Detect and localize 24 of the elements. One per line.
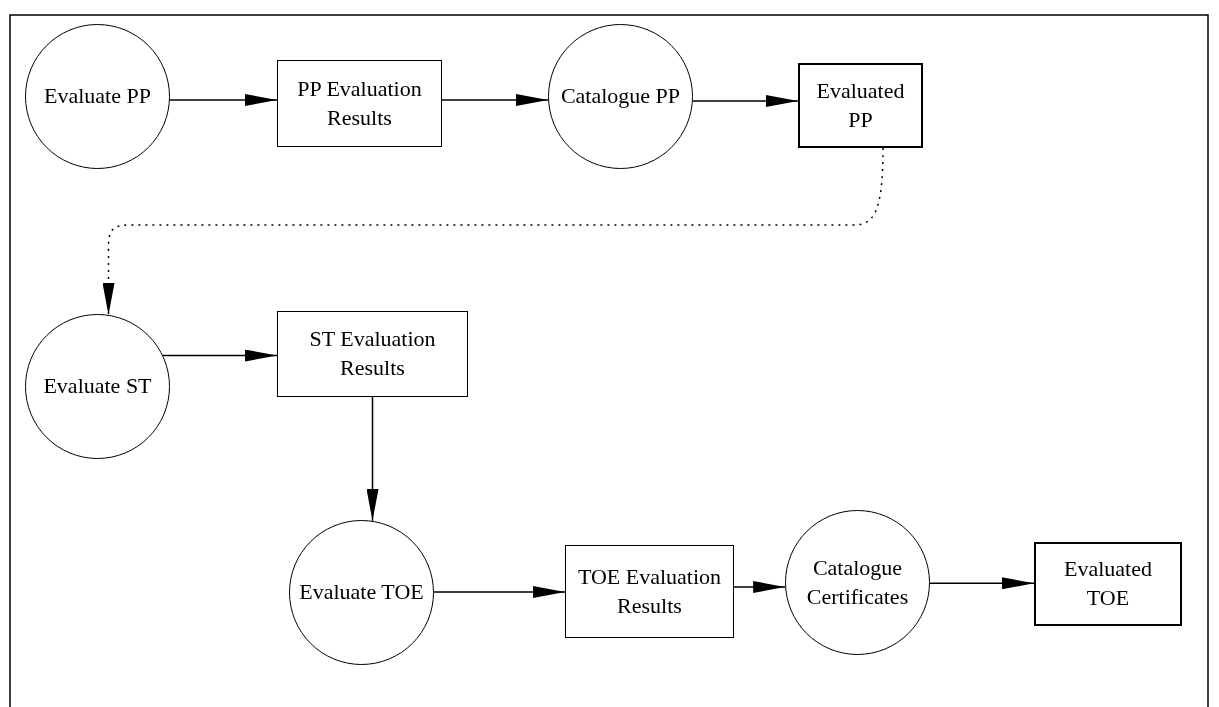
data-box — [277, 311, 468, 397]
node-label: Evaluate TOE — [298, 578, 425, 607]
node-label: Evaluated TOE — [1063, 555, 1153, 612]
node-label: PP Evaluation Results — [296, 74, 423, 132]
data-box — [1034, 542, 1182, 626]
node-label: Evaluate PP — [43, 82, 152, 111]
arrow — [733, 581, 786, 593]
node-label: Evaluated PP — [815, 76, 906, 134]
arrow — [692, 95, 799, 107]
node-label: Catalogue PP — [559, 82, 682, 111]
arrow — [366, 396, 379, 522]
data-box — [798, 63, 923, 148]
arrow — [929, 577, 1035, 590]
node-label: Evaluate ST — [42, 372, 153, 401]
node-label: Catalogue Certificates — [805, 553, 910, 611]
arrow — [102, 147, 884, 316]
arrow — [162, 349, 278, 362]
arrow — [169, 94, 278, 106]
data-box — [277, 60, 442, 147]
arrow — [441, 94, 549, 106]
data-box — [565, 545, 734, 638]
arrow — [433, 586, 566, 598]
node-label: TOE Evaluation Results — [576, 562, 723, 620]
node-label: ST Evaluation Results — [308, 325, 437, 382]
